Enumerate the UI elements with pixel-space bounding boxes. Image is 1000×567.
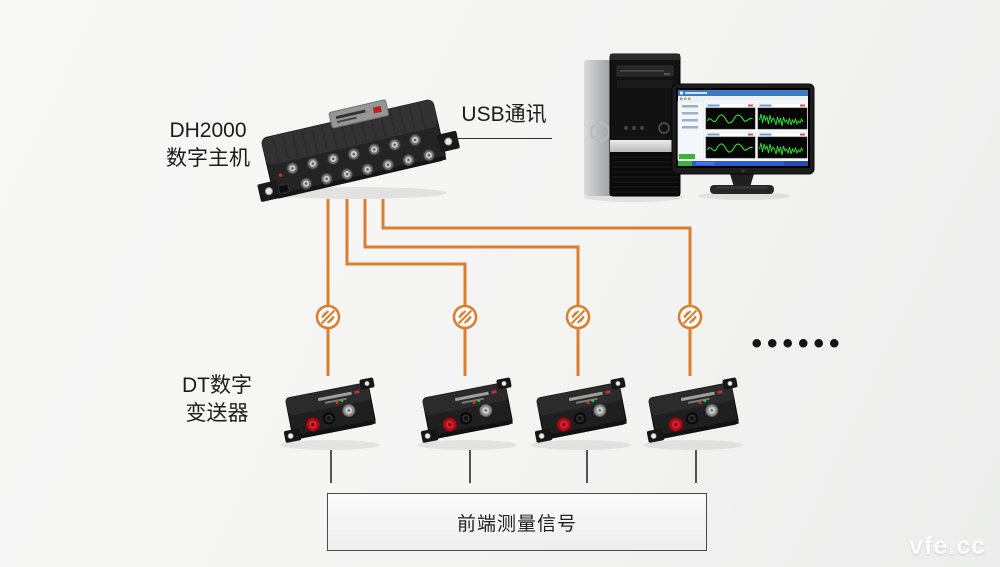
transmitter-label: DT数字 变送器 (164, 372, 270, 427)
host-device-image (257, 99, 460, 202)
ellipsis-dots: •••••• (751, 327, 845, 360)
computer-tower-image (584, 53, 681, 197)
transmitter-image (527, 376, 634, 444)
usb-link-label: USB通讯 (461, 103, 547, 126)
transmitter-label-line2: 变送器 (185, 401, 249, 425)
waveform-tiles (705, 102, 808, 159)
fiber-link-lines (326, 199, 692, 376)
transmitter-image (639, 376, 746, 444)
fiber-connector-icon (677, 304, 703, 330)
fiber-connector-icon (565, 304, 591, 330)
host-label: DH2000 数字主机 (152, 117, 264, 172)
host-label-line1: DH2000 (169, 119, 247, 142)
transmitter-image (276, 376, 383, 444)
monitor-stand (730, 174, 754, 187)
fiber-connector-icon (315, 304, 341, 330)
transmitter-image (413, 376, 520, 444)
signal-box: 前端测量信号 (327, 493, 707, 551)
monitor-screen (677, 90, 808, 166)
monitor-image (671, 83, 815, 194)
fiber-link-line (363, 199, 580, 376)
signal-box-label: 前端测量信号 (456, 513, 577, 535)
signal-lines (330, 450, 697, 483)
host-label-line2: 数字主机 (166, 146, 250, 170)
usb-link-line (455, 138, 552, 139)
transmitter-label-line1: DT数字 (182, 374, 252, 397)
transmitter-row (276, 376, 746, 450)
watermark: vfe.cc (909, 532, 986, 560)
fiber-link-line (381, 199, 692, 376)
fiber-connector-icon (452, 304, 478, 330)
